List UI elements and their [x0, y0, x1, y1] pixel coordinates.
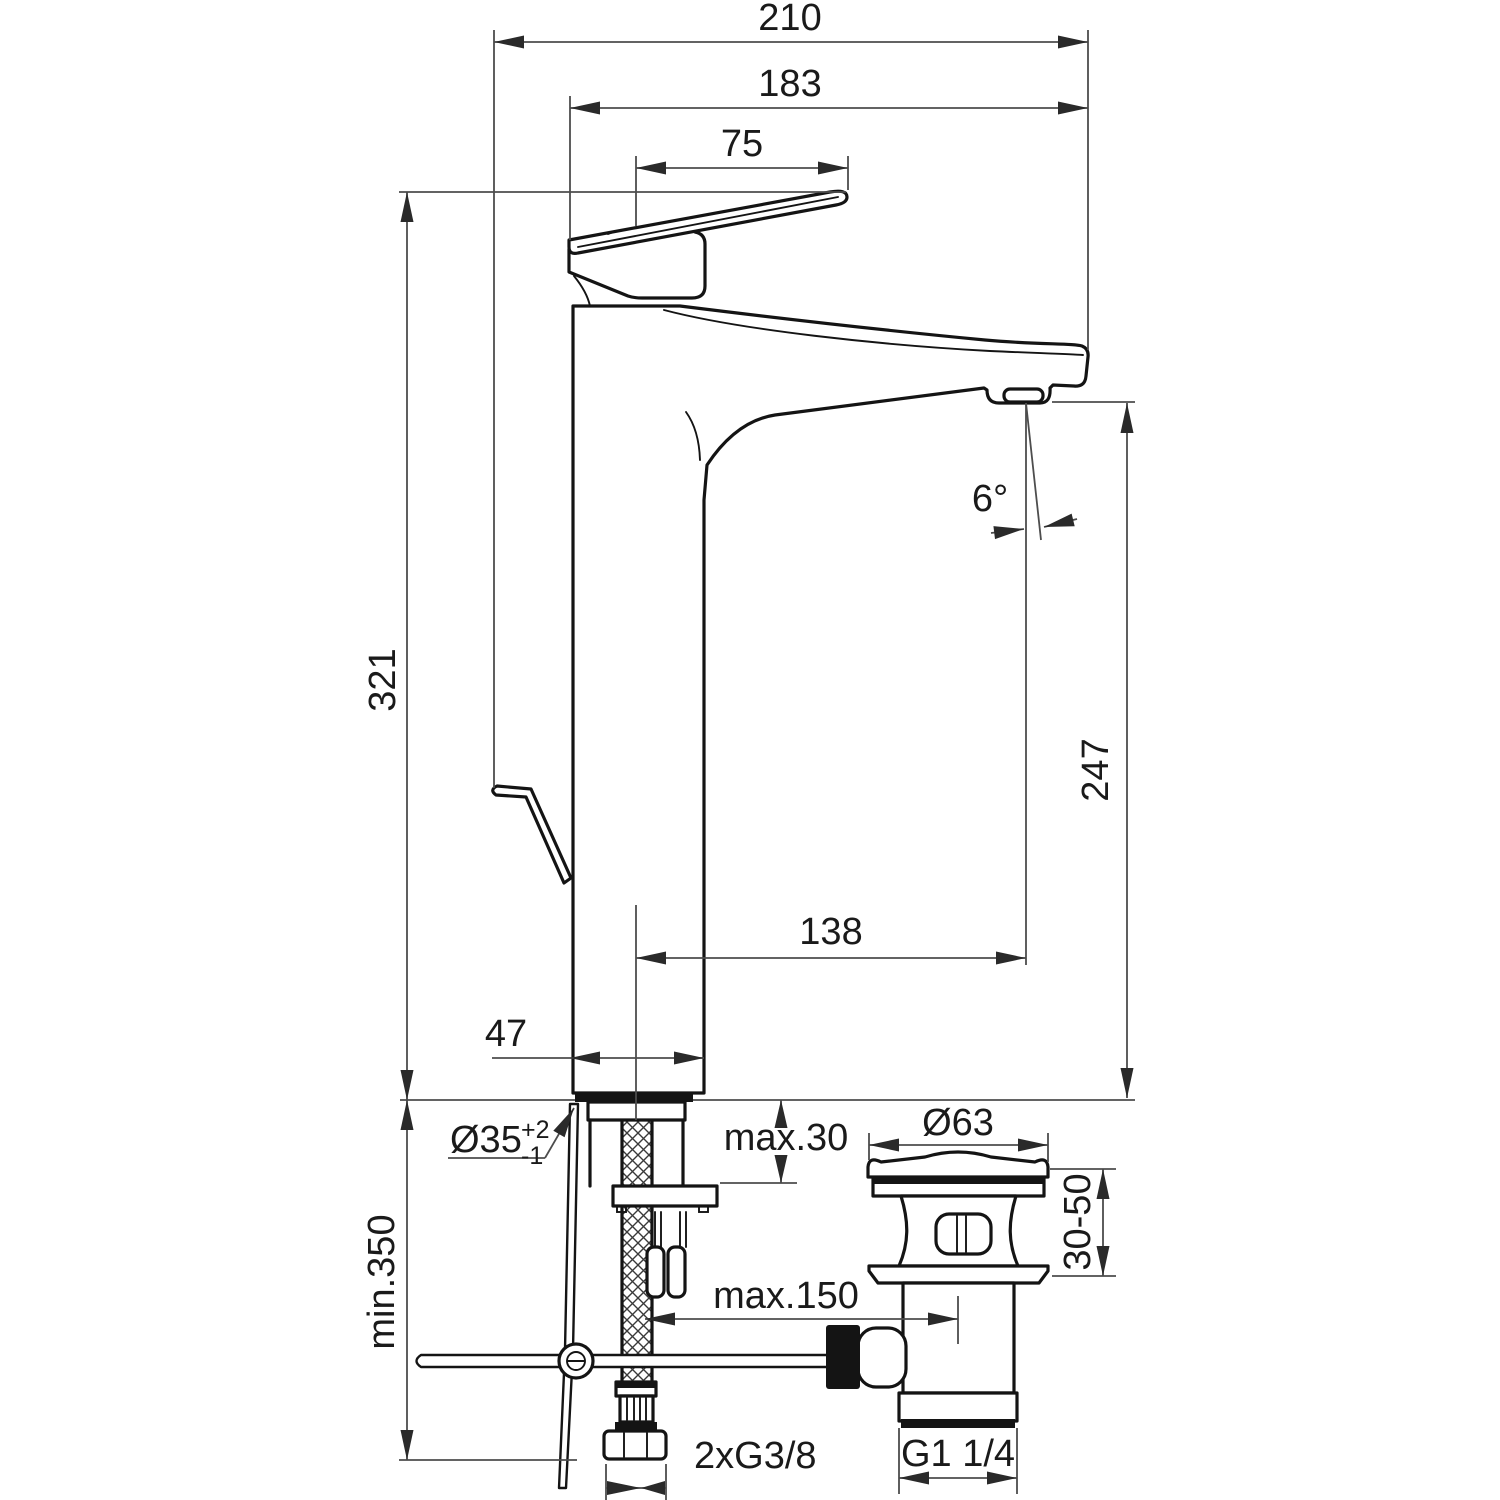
braided-hose	[622, 1104, 652, 1382]
waste-window	[934, 1212, 993, 1256]
label-mounting-hole-tol-lower: -1	[521, 1142, 543, 1170]
label-spout-angle: 6°	[972, 478, 1008, 520]
dimension-labels: 210 183 75 321 6° 247 138 47 Ø35 +2 -1 m…	[361, 0, 1117, 1477]
rod-ball-collar	[826, 1325, 860, 1389]
label-overall-height: 321	[362, 648, 404, 711]
popup-knob	[491, 784, 573, 885]
leader-o35-arrow	[544, 1107, 575, 1159]
label-outlet-height: 247	[1075, 738, 1117, 801]
handle-lever-notch	[607, 230, 617, 235]
popup-lift-rod	[557, 1102, 580, 1490]
faucet-body-outline	[571, 304, 1090, 1095]
flange-tab-right	[698, 1205, 709, 1213]
rod-pivot-inner	[566, 1351, 586, 1371]
hose-collar-top-band	[616, 1382, 656, 1388]
handle-base	[567, 230, 707, 300]
mounting-nut-right	[666, 1245, 687, 1299]
cartridge-arc	[573, 275, 591, 307]
label-supply-connection: 2xG3/8	[694, 1435, 817, 1477]
label-mounting-hole-tol-upper: +2	[521, 1116, 550, 1144]
spout-fillet-arc	[685, 411, 701, 461]
waste-thread-band	[901, 1419, 1015, 1428]
label-overall-width: 210	[758, 0, 821, 39]
label-hose-min-clearance: min.350	[361, 1214, 403, 1349]
label-waste-outlet-thread: G1 1/4	[901, 1433, 1015, 1475]
label-handle-length: 75	[721, 123, 763, 165]
dim-max30-bottom-arrow	[774, 1155, 788, 1183]
label-waste-cap-diameter: Ø63	[922, 1102, 994, 1144]
flange-tab-left	[616, 1205, 627, 1213]
waste-flange-band	[873, 1177, 1044, 1184]
dim-max30-top-arrow	[774, 1100, 788, 1128]
waste-thread-block	[897, 1391, 1019, 1423]
hose-collar-bottom-band	[615, 1422, 657, 1431]
label-body-depth: 47	[485, 1013, 527, 1055]
hose-rib-section	[618, 1394, 655, 1424]
popup-waste	[826, 1150, 1050, 1428]
label-mounting-hole: Ø35	[450, 1119, 522, 1161]
spout-front-edge	[663, 309, 1084, 356]
mounting-flange	[611, 1184, 719, 1208]
label-deck-thickness: max.30	[724, 1117, 849, 1159]
waste-cap	[866, 1150, 1050, 1179]
label-waste-adjust-range: 30-50	[1057, 1173, 1099, 1270]
popup-horizontal-rod	[415, 1353, 842, 1369]
angle-6-arrow-right	[1043, 513, 1078, 528]
hose-hex-nut	[602, 1429, 668, 1461]
aerator-insert	[1002, 387, 1045, 404]
dim-2xg38-arrow-right	[641, 1481, 665, 1495]
faucet	[415, 189, 1090, 1490]
label-rod-max-reach: max.150	[713, 1275, 859, 1317]
dim-2xg38-arrow-left	[607, 1481, 641, 1495]
rod-ball-dome	[856, 1326, 908, 1389]
label-spout-reach: 138	[799, 911, 862, 953]
label-spout-tip-to-back: 183	[758, 63, 821, 105]
angle-6-tilted-line	[1025, 402, 1042, 541]
waste-lower-flange	[867, 1264, 1050, 1285]
angle-6-arrow-left	[990, 526, 1025, 540]
dimensions	[399, 30, 1135, 1500]
mounting-nut-left	[645, 1245, 666, 1299]
base-gasket	[575, 1094, 693, 1102]
handle-lever-inner-line	[577, 196, 839, 248]
